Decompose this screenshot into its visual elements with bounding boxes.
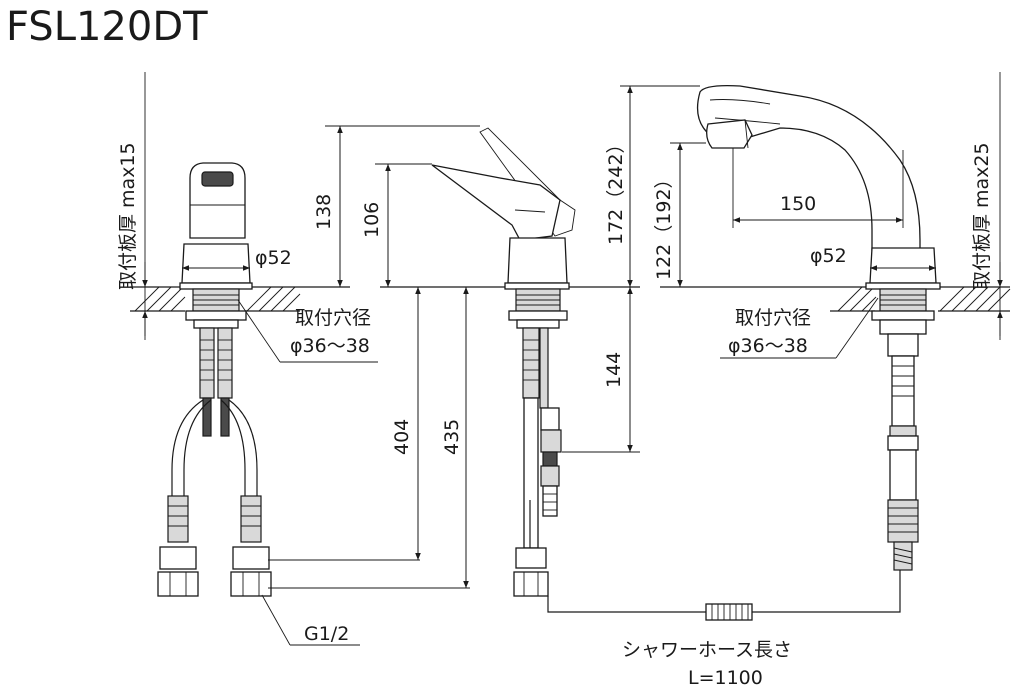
shower-hole-label-line2: φ36～38 (728, 335, 808, 357)
side-view-dimensions (325, 125, 640, 453)
dim-138: 138 (313, 194, 335, 230)
thread-size-label: G1/2 (304, 623, 349, 645)
plate-thickness-label-right: 取付板厚 max25 (971, 142, 993, 290)
hose-length-label: シャワーホース長さ (622, 639, 792, 661)
faucet-front-view (157, 162, 272, 597)
front-hole-label-line1: 取付穴径 (295, 307, 371, 329)
dim-404: 404 (391, 419, 413, 455)
dim-122: 122（192） (653, 169, 675, 280)
dim-144: 144 (603, 352, 625, 388)
faucet-side-view (431, 127, 576, 597)
drawing-title: FSL120DT (6, 4, 208, 50)
shower-view-dimensions (620, 72, 1003, 359)
counter-plate-right (660, 286, 1011, 312)
plate-thickness-label-left: 取付板厚 max15 (117, 142, 139, 290)
shower-hose (547, 570, 901, 621)
shower-diameter-label: φ52 (810, 245, 847, 267)
hose-length-value: L=1100 (688, 667, 763, 689)
faucet-shower-view (696, 84, 941, 571)
front-diameter-label: φ52 (255, 247, 292, 269)
dim-172: 172（242） (605, 134, 627, 245)
dim-106: 106 (361, 202, 383, 238)
front-hole-label-line2: φ36～38 (290, 335, 370, 357)
dim-435: 435 (441, 419, 463, 455)
dim-150: 150 (780, 193, 816, 215)
front-view-dimensions (142, 72, 470, 646)
shower-hole-label-line1: 取付穴径 (735, 307, 811, 329)
